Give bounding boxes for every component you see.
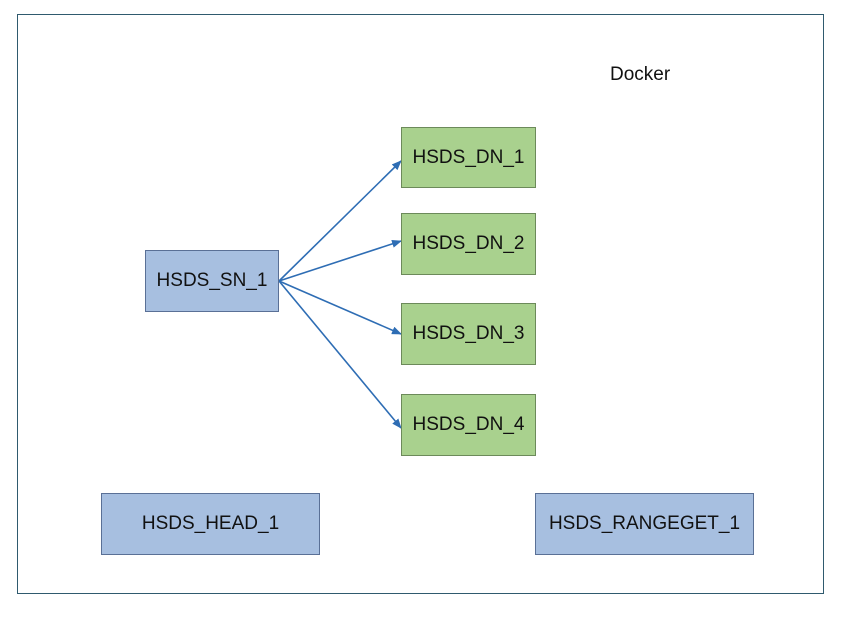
- node-hsds-dn-2-label: HSDS_DN_2: [412, 233, 525, 254]
- node-hsds-dn-3[interactable]: HSDS_DN_3: [401, 303, 536, 365]
- node-hsds-dn-1-label: HSDS_DN_1: [412, 146, 525, 168]
- node-hsds-head-1[interactable]: HSDS_HEAD_1: [101, 493, 320, 555]
- node-hsds-head-1-label: HSDS_HEAD_1: [141, 513, 280, 534]
- node-hsds-dn-4[interactable]: HSDS_DN_4: [401, 394, 536, 456]
- node-hsds-dn-4-label: HSDS_DN_4: [412, 414, 525, 435]
- node-hsds-dn-2[interactable]: HSDS_DN_2: [401, 213, 536, 275]
- node-hsds-sn-1[interactable]: HSDS_SN_1: [145, 250, 279, 312]
- node-hsds-rangeget-1-label: HSDS_RANGEGET_1: [548, 513, 741, 534]
- node-hsds-dn-3-label: HSDS_DN_3: [412, 323, 525, 344]
- docker-label: Docker: [610, 64, 671, 85]
- node-hsds-dn-1[interactable]: HSDS_DN_1: [401, 127, 536, 188]
- node-hsds-rangeget-1[interactable]: HSDS_RANGEGET_1: [535, 493, 754, 555]
- node-hsds-sn-1-label: HSDS_SN_1: [156, 270, 268, 291]
